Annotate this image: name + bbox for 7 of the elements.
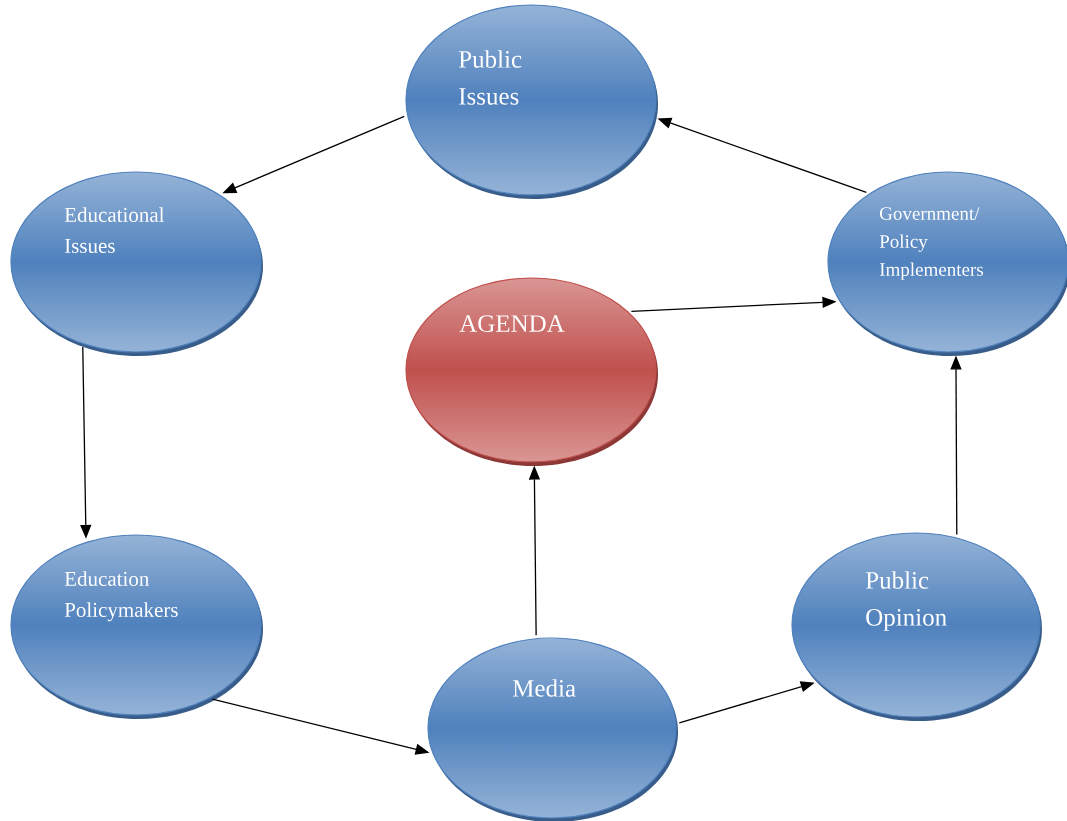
ellipse-node: AGENDA: [405, 277, 658, 466]
ellipse-node: Public Opinion: [791, 532, 1042, 721]
ellipse-node: Educational Issues: [10, 171, 263, 356]
ellipse-node: Media: [427, 637, 678, 821]
ellipse-node: Government/ Policy Implementers: [827, 171, 1067, 356]
ellipse-node: Public Issues: [405, 4, 658, 199]
ellipse-node: Education Policymakers: [10, 534, 263, 719]
